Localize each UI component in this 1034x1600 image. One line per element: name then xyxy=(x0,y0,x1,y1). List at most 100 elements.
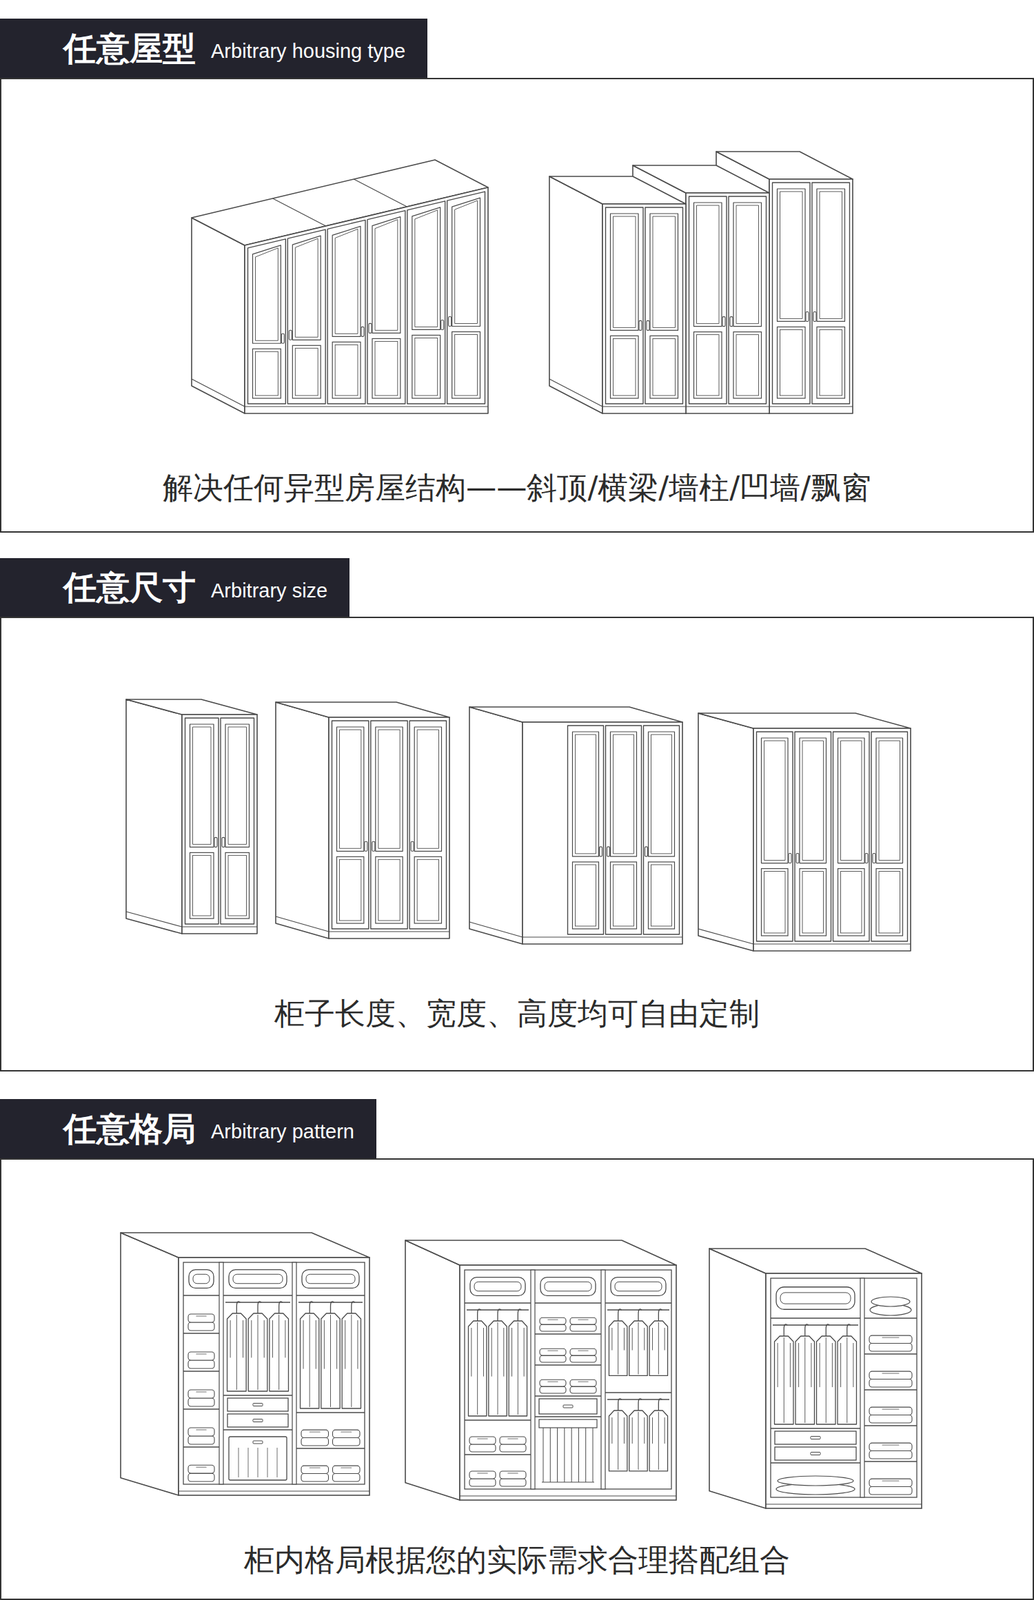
hanger-hook xyxy=(497,1309,502,1322)
door-handle xyxy=(788,854,792,864)
folded-clothes xyxy=(188,1473,215,1483)
wardrobe-door xyxy=(812,182,850,404)
folded-clothes xyxy=(869,1479,912,1487)
door-panel xyxy=(777,188,806,322)
door-handle xyxy=(448,316,452,327)
door-panel xyxy=(372,338,401,399)
plinth-line xyxy=(698,929,754,945)
garment-sleeve xyxy=(491,1328,493,1378)
door-panel xyxy=(252,245,282,344)
garment-placket xyxy=(477,1322,478,1416)
shelf xyxy=(770,1318,861,1320)
garment-placket xyxy=(517,1322,519,1416)
garment-placket xyxy=(804,1337,806,1424)
wardrobe-front xyxy=(328,717,450,939)
hanger-hook xyxy=(477,1309,482,1322)
garment-sleeve xyxy=(664,1417,666,1445)
hanging-garment xyxy=(227,1313,247,1392)
hanging-garment xyxy=(649,1411,668,1472)
garment-sleeve xyxy=(652,1328,653,1352)
folded-clothes xyxy=(539,1355,566,1363)
blanket-roll xyxy=(776,1287,855,1310)
hanger-hook xyxy=(825,1324,830,1337)
wardrobe-door xyxy=(220,718,255,925)
door-panel-inner xyxy=(454,200,478,324)
door-panel xyxy=(610,732,637,857)
wardrobe-door xyxy=(643,725,680,935)
fold-line xyxy=(882,1373,900,1375)
drawer-handle xyxy=(563,1405,573,1409)
garment-sleeve xyxy=(777,1343,779,1388)
hanger-hook xyxy=(309,1302,313,1314)
door-panel-inner xyxy=(819,329,843,396)
door-panel xyxy=(694,202,723,327)
door-panel-inner xyxy=(613,734,635,855)
door-panel xyxy=(816,188,846,322)
wardrobe-front xyxy=(769,179,853,414)
hanging-trousers xyxy=(585,1428,586,1483)
hanging-garment xyxy=(341,1313,361,1409)
wardrobe-front xyxy=(181,714,258,935)
door-panel xyxy=(648,862,675,930)
door-handle xyxy=(865,854,868,864)
garment-sleeve xyxy=(336,1320,338,1370)
trouser-hem xyxy=(541,1482,595,1484)
blanket-roll xyxy=(540,1278,596,1297)
drawer-front xyxy=(539,1399,597,1415)
section-tab: 任意尺寸Arbitrary size xyxy=(0,558,350,617)
door-panel xyxy=(777,326,806,399)
folded-clothes xyxy=(499,1471,526,1480)
shelf xyxy=(223,1429,293,1432)
plinth-line xyxy=(328,931,450,932)
fold-line xyxy=(195,1392,207,1394)
wardrobe-side xyxy=(405,1240,460,1501)
fold-line xyxy=(507,1473,518,1475)
folded-clothes xyxy=(570,1386,597,1394)
door-panel-inner xyxy=(802,872,824,934)
folded-clothes xyxy=(188,1428,215,1437)
section-panel: 解决任何异型房屋结构——斜顶/横梁/墙柱/凹墙/飘窗 xyxy=(0,77,1034,533)
plinth-line xyxy=(459,1495,677,1497)
wardrobe-side xyxy=(191,217,245,414)
drawer-handle xyxy=(810,1453,821,1456)
garment-placket xyxy=(497,1322,499,1416)
garment-placket xyxy=(330,1315,331,1408)
wardrobe-interior xyxy=(183,1262,365,1485)
hanger-hook xyxy=(279,1302,283,1314)
wardrobe-front xyxy=(753,728,911,952)
section-heading: 任意格局 xyxy=(63,1111,196,1148)
door-panel xyxy=(572,732,600,857)
door-handle xyxy=(872,854,876,864)
door-panel xyxy=(876,738,904,864)
shelf xyxy=(770,1428,861,1430)
folded-clothes xyxy=(869,1451,912,1460)
drawer-front xyxy=(227,1398,289,1412)
wardrobe-top xyxy=(405,1240,677,1266)
fold-line xyxy=(477,1473,488,1475)
door-panel xyxy=(337,727,364,852)
folded-clothes xyxy=(570,1324,597,1332)
hanging-garment xyxy=(608,1411,627,1472)
door-panel-inner xyxy=(339,859,362,921)
shelf xyxy=(296,1295,365,1297)
folded-clothes xyxy=(188,1322,215,1332)
garment-sleeve xyxy=(632,1328,633,1352)
door-handle xyxy=(372,841,375,852)
hanger-hook xyxy=(805,1324,809,1337)
closed-wardrobe xyxy=(191,159,489,414)
shelf xyxy=(864,1318,917,1320)
door-panel-inner xyxy=(414,337,438,396)
folded-clothes xyxy=(539,1386,566,1394)
shelf xyxy=(605,1392,672,1394)
wardrobe-door xyxy=(645,207,684,404)
wardrobe-door xyxy=(871,732,908,942)
plinth-line xyxy=(753,943,911,945)
drawer-front xyxy=(774,1431,857,1445)
folded-clothes xyxy=(301,1430,329,1438)
wardrobe-door xyxy=(794,732,832,942)
hanging-garment xyxy=(321,1313,340,1409)
hanging-garment xyxy=(629,1411,648,1472)
door-panel-inner xyxy=(613,338,637,396)
wardrobe-door xyxy=(689,196,728,404)
shelf xyxy=(464,1302,531,1305)
